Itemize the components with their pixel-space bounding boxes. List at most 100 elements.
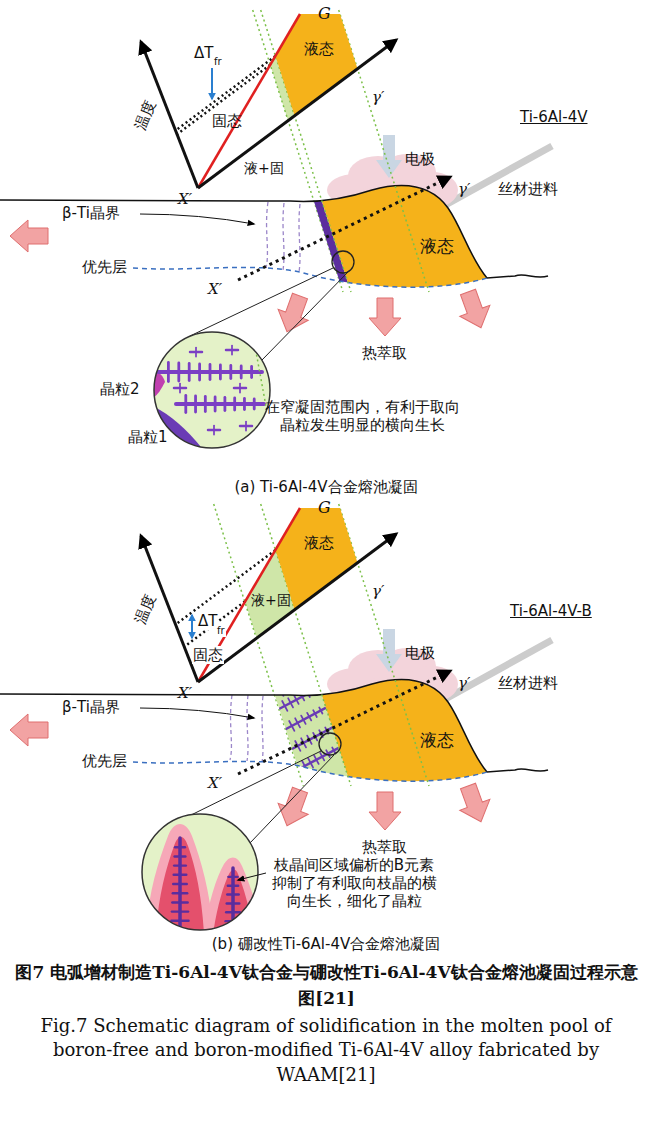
dendrite: [179, 384, 181, 393]
region-label: 液+固: [251, 592, 291, 609]
zoom-view: [146, 824, 214, 934]
dendrite: [167, 363, 170, 382]
delta-t-arrow: [191, 615, 193, 638]
dendrite: [313, 710, 317, 717]
subscript: fr: [216, 625, 226, 637]
dendrite: [172, 910, 188, 912]
axis-label: γ′: [458, 180, 470, 198]
zoom-marker: [332, 251, 354, 273]
dendrite: [233, 398, 236, 410]
dendrite: [177, 363, 180, 381]
dendrite: [175, 855, 186, 857]
part-label: 优先层: [82, 258, 127, 276]
panel-b-under: [184, 504, 360, 794]
part-label: 丝材进料: [498, 180, 558, 198]
dendrite: [227, 893, 238, 895]
grain-2: [150, 372, 165, 400]
dendrite: [312, 687, 315, 693]
dendrite: [284, 683, 289, 692]
dendrite: [294, 696, 298, 704]
dendrite: [194, 396, 197, 412]
zoom-circle: [154, 332, 270, 448]
dendrite: [172, 901, 187, 903]
dendrite: [184, 396, 187, 413]
dendrite: [231, 346, 233, 355]
dendrite: [326, 750, 330, 757]
region-label: 固态: [212, 112, 242, 130]
dendrite: [302, 675, 306, 682]
region-label: 固态: [192, 646, 224, 664]
dendrite: [319, 707, 322, 713]
dendrite: [174, 864, 186, 866]
dendrite: [239, 384, 241, 393]
dendrite: [243, 399, 246, 410]
axis-label: X′: [178, 684, 192, 702]
dendrite: [195, 348, 197, 357]
region-label: 液+固: [244, 160, 284, 177]
zoom-circle: [142, 814, 258, 930]
zoom-view: [150, 330, 274, 452]
part-label: 电极: [405, 644, 435, 662]
axis-label: 温度: [131, 592, 159, 627]
dendrite: [332, 747, 335, 753]
dendrite: [307, 713, 311, 721]
dendrite: [228, 884, 238, 886]
region-label: 液态: [304, 40, 334, 58]
zoom-line: [185, 751, 321, 818]
zoom-line: [250, 755, 334, 843]
temperature-guide: [184, 601, 245, 646]
delta-t-arrow: [211, 68, 213, 99]
grain-label: 晶粒1: [128, 428, 168, 446]
dendrite: [204, 397, 207, 412]
subscript: fr: [214, 56, 222, 68]
dendrite: [301, 716, 305, 724]
subfigure-caption: (b) 硼改性Ti-6Al-4V合金熔池凝固: [116, 935, 536, 953]
dendrite: [308, 758, 313, 767]
dendrite: [173, 883, 187, 885]
axis-label: G: [318, 4, 331, 23]
dendrite: [300, 693, 304, 701]
illustration: [0, 10, 570, 337]
process-label: 热萃取: [362, 838, 407, 856]
process-label: 热萃取: [362, 344, 407, 362]
dendrite: [289, 721, 294, 731]
zoom-view: [154, 332, 270, 448]
dendrite: [302, 761, 307, 771]
alloy-label: Ti-6Al-4V-B: [510, 602, 592, 620]
grain-boundary: [247, 695, 248, 761]
axis-label: γ′: [372, 582, 384, 600]
region-label: 液态: [420, 236, 454, 256]
part-label: 电极: [405, 150, 435, 168]
dendrite: [314, 756, 318, 764]
note-text: 枝晶间区域偏析的B元素抑制了有利取向枝晶的横向生长，细化了晶粒: [268, 856, 440, 910]
zoom-view: [142, 814, 264, 934]
dendrite: [250, 367, 253, 378]
axis-label: γ′: [372, 88, 384, 106]
grain-boundary: [262, 696, 263, 762]
axis-label: X′: [208, 774, 222, 792]
dendrite: [214, 397, 217, 411]
zoom-marker: [319, 733, 341, 755]
grain-boundary: [283, 203, 284, 270]
grain-boundary: [230, 695, 232, 760]
grain-boundary: [266, 202, 268, 268]
alloy-label: Ti-6Al-4V: [520, 108, 587, 126]
dendrite: [223, 398, 226, 411]
panel-b: [0, 504, 570, 831]
dendrite: [275, 672, 316, 694]
dendrite: [174, 874, 187, 876]
zoom-view: [204, 857, 264, 934]
part-label: 丝材进料: [498, 674, 558, 692]
grain-boundary: [230, 695, 263, 762]
dendrite: [245, 422, 247, 431]
zoom-view: [156, 837, 204, 934]
dendrite: [253, 399, 256, 409]
dendrite: [213, 426, 215, 435]
axis-label: G: [318, 498, 331, 517]
english-caption: Fig.7 Schematic diagram of solidificatio…: [26, 1014, 626, 1087]
dendrite: [295, 718, 300, 727]
region-label: 液态: [304, 534, 334, 552]
dendrite: [188, 364, 191, 381]
dendrite: [288, 698, 293, 707]
